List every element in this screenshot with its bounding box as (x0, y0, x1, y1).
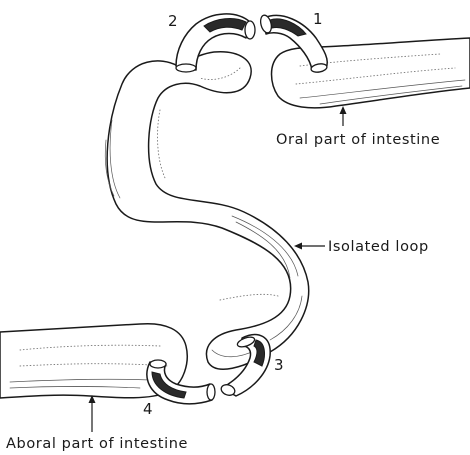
isolated-loop-label: Isolated loop (328, 239, 429, 255)
oral-part-label: Oral part of intestine (276, 132, 440, 148)
cut-number-2: 2 (168, 12, 178, 30)
oral-label-arrow (340, 106, 347, 126)
cut-number-3: 3 (274, 356, 284, 374)
aboral-part-label: Aboral part of intestine (6, 436, 188, 452)
cut-number-4: 4 (143, 400, 153, 418)
isolated-loop-segment (105, 52, 308, 369)
aboral-label-arrow (89, 395, 96, 432)
isolated-label-arrow (294, 243, 325, 250)
cut-number-1: 1 (313, 10, 323, 28)
